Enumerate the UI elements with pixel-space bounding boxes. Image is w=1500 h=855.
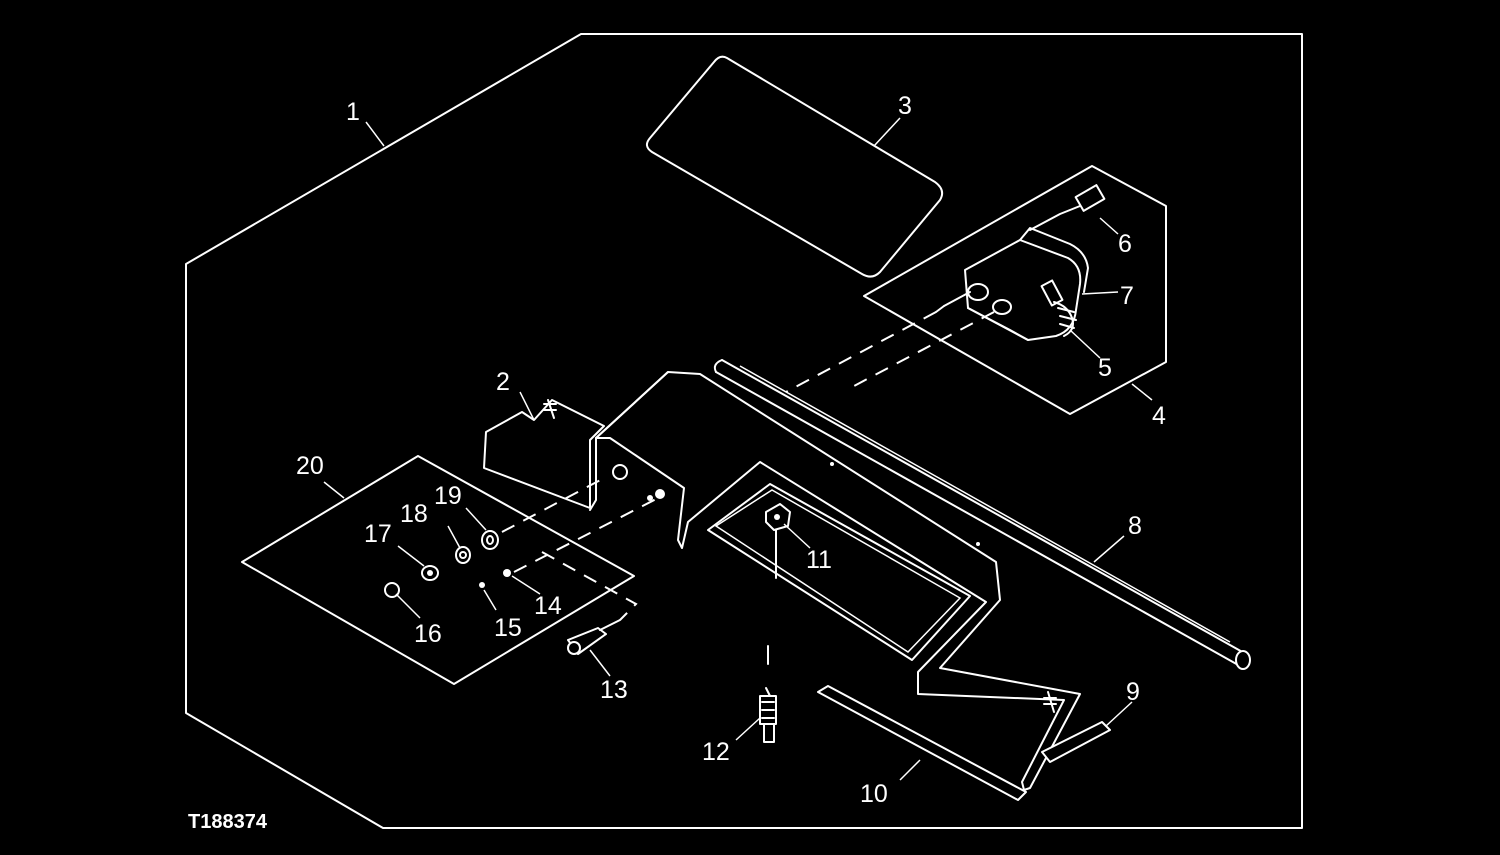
kit-20-outline xyxy=(241,455,635,685)
part-11-nut xyxy=(765,503,791,579)
callout-10: 10 xyxy=(860,780,888,808)
part-2-screw xyxy=(543,399,557,419)
callout-1: 1 xyxy=(346,98,360,126)
callout-13: 13 xyxy=(600,676,628,704)
part-3-panel xyxy=(646,55,944,278)
kit-20-hardware xyxy=(384,530,511,598)
callout-5: 5 xyxy=(1098,354,1112,382)
kit-4-outline xyxy=(863,165,1167,415)
callout-15: 15 xyxy=(494,614,522,642)
bracket-screw xyxy=(1043,691,1057,713)
bracket-housing xyxy=(589,371,1081,791)
callout-6: 6 xyxy=(1118,230,1132,258)
callout-17: 17 xyxy=(364,520,392,548)
wiper-motor xyxy=(935,184,1106,341)
part-10-strip xyxy=(817,685,1027,801)
bracket-hole-c xyxy=(647,495,653,501)
part-13-clip xyxy=(567,619,621,655)
callout-19: 19 xyxy=(434,482,462,510)
alignment-line-motor-b xyxy=(853,311,995,387)
part-12-fitting xyxy=(759,645,777,743)
callout-2: 2 xyxy=(496,368,510,396)
alignment-line-hw-a xyxy=(501,475,609,533)
callout-12: 12 xyxy=(702,738,730,766)
alignment-line-hw-b xyxy=(513,495,663,573)
callout-16: 16 xyxy=(414,620,442,648)
callout-20: 20 xyxy=(296,452,324,480)
bracket-hole-b xyxy=(655,489,665,499)
part-2-cover xyxy=(483,399,605,509)
alignment-line-hw-c xyxy=(541,551,638,621)
callout-11: 11 xyxy=(806,546,832,574)
callout-3: 3 xyxy=(898,92,912,120)
assembly-1-outline xyxy=(185,33,1303,829)
bracket-hole-a xyxy=(612,464,628,480)
leader-lines xyxy=(323,117,1153,781)
callout-9: 9 xyxy=(1126,678,1140,706)
callout-18: 18 xyxy=(400,500,428,528)
callout-14: 14 xyxy=(534,592,562,620)
alignment-line-motor-a xyxy=(785,311,937,393)
part-9-pad xyxy=(1041,721,1111,763)
figure-id: T188374 xyxy=(188,811,268,833)
callout-4: 4 xyxy=(1152,402,1166,430)
callout-8: 8 xyxy=(1128,512,1142,540)
part-8-rail xyxy=(713,359,1251,670)
callout-7: 7 xyxy=(1120,282,1134,310)
